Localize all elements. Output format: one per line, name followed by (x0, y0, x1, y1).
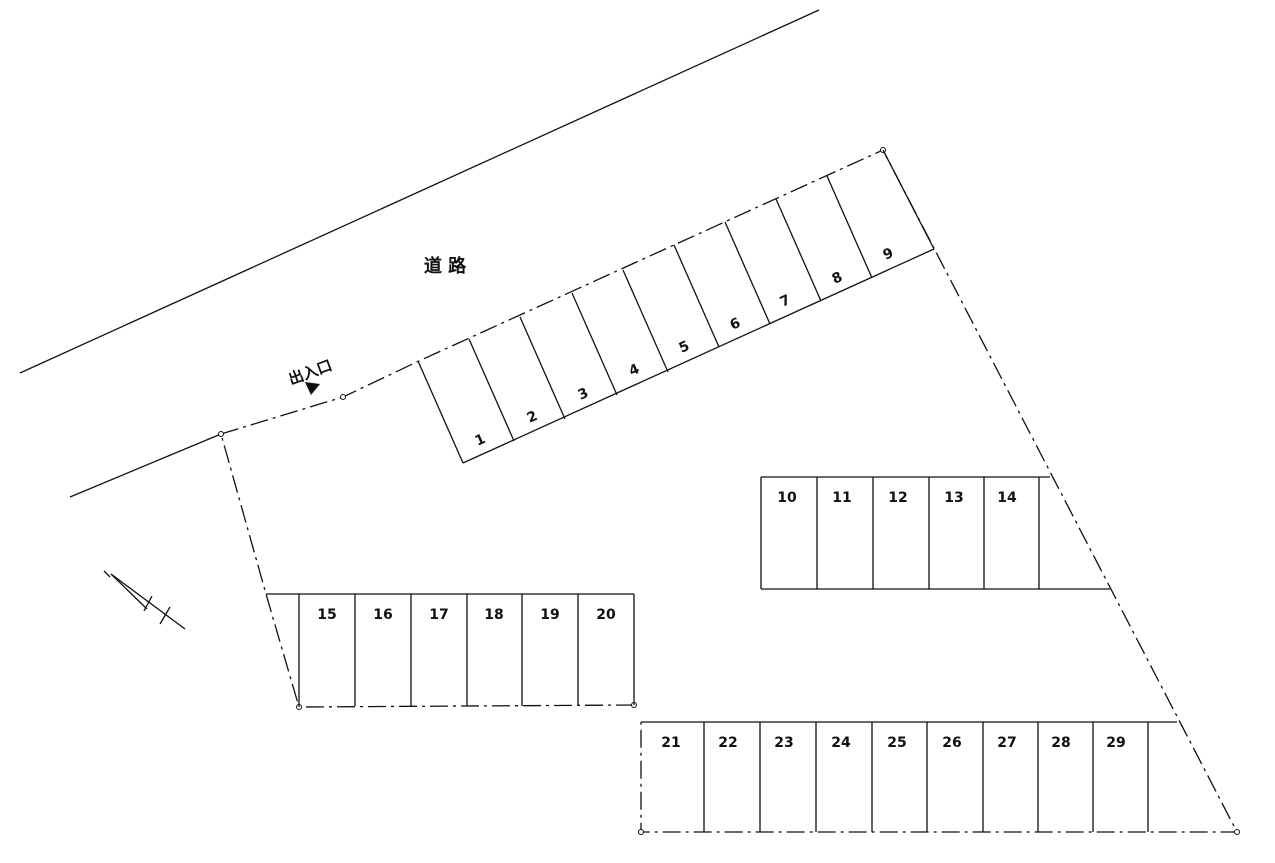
space-number: 2 (525, 408, 540, 427)
space-number: 4 (627, 361, 643, 380)
space-number: 8 (830, 269, 845, 288)
space-number: 3 (576, 385, 591, 404)
space-number: 18 (484, 607, 503, 623)
space-number: 26 (942, 735, 961, 751)
space-number: 9 (881, 245, 896, 264)
road-label: 道 路 (424, 255, 467, 277)
north-arrow-icon (103, 570, 186, 630)
parking-row-left (266, 593, 635, 707)
road-edge-bottom-left (69, 433, 222, 498)
parking-row-diagonal (417, 149, 935, 464)
space-number: 28 (1051, 735, 1070, 751)
parking-row-bottom (641, 721, 1177, 832)
space-number: 17 (429, 607, 448, 623)
space-number: 13 (944, 490, 963, 506)
parking-row-middle (760, 476, 1110, 590)
space-number: 12 (888, 490, 907, 506)
space-numbers-bottom: 21 22 23 24 25 26 27 28 29 (661, 735, 1125, 751)
space-number: 11 (832, 490, 851, 506)
space-number: 27 (997, 735, 1016, 751)
space-number: 23 (774, 735, 793, 751)
space-number: 7 (778, 292, 793, 311)
road-edge-top (19, 9, 820, 374)
space-numbers-left: 15 16 17 18 19 20 (317, 607, 616, 623)
space-number: 6 (728, 315, 743, 334)
space-number: 25 (887, 735, 906, 751)
space-numbers-middle: 10 11 12 13 14 (777, 490, 1017, 506)
space-numbers-diagonal: 1 2 3 4 5 6 7 8 9 (473, 245, 896, 450)
space-number: 22 (718, 735, 737, 751)
space-number: 29 (1106, 735, 1125, 751)
entrance-arrow-icon (305, 382, 320, 395)
space-number: 21 (661, 735, 680, 751)
space-number: 24 (831, 735, 851, 751)
lot-boundary (220, 149, 1239, 833)
space-number: 14 (997, 490, 1017, 506)
space-number: 1 (473, 431, 488, 450)
boundary-markers (218, 147, 1240, 835)
space-number: 15 (317, 607, 336, 623)
space-number: 19 (540, 607, 559, 623)
space-number: 5 (677, 338, 692, 357)
space-number: 16 (373, 607, 392, 623)
space-number: 20 (596, 607, 616, 623)
space-number: 10 (777, 490, 797, 506)
